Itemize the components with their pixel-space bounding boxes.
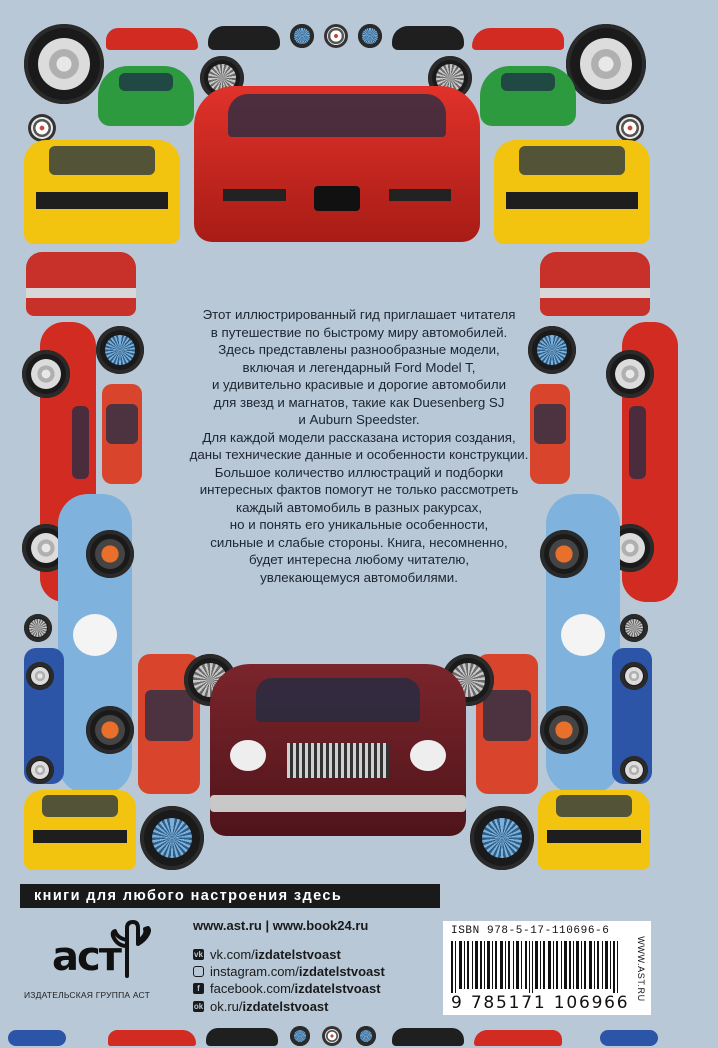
wheel-icon: [22, 350, 70, 398]
yellow-lancia-front: [24, 790, 136, 870]
social-link-ok[interactable]: ok ok.ru/izdatelstvoast: [193, 998, 385, 1015]
social-prefix: instagram.com/: [210, 964, 299, 980]
red-coupe-small: [472, 28, 564, 50]
ast-logo: аст: [52, 920, 152, 980]
wheel-icon: [606, 350, 654, 398]
sports-wheel-icon: [24, 24, 104, 104]
red-hatchback-front: [476, 654, 538, 794]
description-line: для звезд и магнатов, такие как Duesenbe…: [213, 394, 505, 410]
social-prefix: vk.com/: [210, 947, 255, 963]
description-line: Здесь представлены разнообразные модели,: [218, 342, 500, 357]
website-links[interactable]: www.ast.ru | www.book24.ru: [193, 918, 369, 933]
black-sedan-small: [392, 26, 464, 50]
wheel-icon: [620, 756, 648, 784]
red-coupe-small: [108, 1030, 196, 1046]
social-prefix: ok.ru/: [210, 998, 243, 1014]
wire-wheel-icon: [140, 806, 204, 870]
social-handle: izdatelstvoast: [298, 964, 385, 980]
maroon-vintage-ford-front: [210, 664, 466, 836]
bottom-car-strip: [0, 1024, 718, 1048]
wheel-icon: [26, 662, 54, 690]
wheel-icon: [26, 756, 54, 784]
cover-illustration: [22, 24, 678, 870]
wire-wheel-icon: [528, 326, 576, 374]
description-line: и Auburn Speedster.: [298, 412, 420, 427]
logo-wordmark: аст: [52, 934, 122, 980]
wire-wheel-icon: [358, 24, 382, 48]
whitewall-wheel-icon: [28, 114, 56, 142]
spoked-wheel-icon: [620, 614, 648, 642]
black-sedan-small: [392, 1028, 464, 1046]
green-citroen: [480, 66, 576, 126]
red-coupe-small: [474, 1030, 562, 1046]
red-hatchback-side: [530, 384, 570, 484]
red-hatchback-front: [138, 654, 200, 794]
description-line: интересных фактов помогут не только расс…: [199, 482, 519, 497]
social-links: vk vk.com/izdatelstvoast instagram.com/i…: [193, 946, 385, 1015]
social-link-vk[interactable]: vk vk.com/izdatelstvoast: [193, 946, 385, 963]
wheel-icon: [620, 662, 648, 690]
sports-wheel-icon: [566, 24, 646, 104]
orange-wheel-icon: [86, 530, 134, 578]
description-line: но и понять его уникальные особенности,: [229, 517, 489, 532]
wire-wheel-icon: [290, 1026, 310, 1046]
black-sedan-small: [206, 1028, 278, 1046]
vk-icon: vk: [193, 949, 204, 961]
instagram-icon: [193, 966, 204, 978]
ast-cactus-icon: [110, 920, 151, 978]
isbn-number: ISBN 978-5-17-110696-6: [451, 925, 610, 937]
wire-wheel-icon: [290, 24, 314, 48]
description-line: включая и легендарный Ford Model T,: [242, 359, 476, 375]
wire-wheel-icon: [96, 326, 144, 374]
barcode-digits: 9 785171 106966: [451, 993, 630, 1013]
red-hatchback-side: [102, 384, 142, 484]
whitewall-wheel-icon: [324, 24, 348, 48]
red-convertible: [540, 252, 650, 316]
isbn-barcode: ISBN 978-5-17-110696-6 9 785171 106: [443, 921, 651, 1015]
description-line: даны технические данные и особенности ко…: [189, 447, 529, 462]
whitewall-wheel-icon: [616, 114, 644, 142]
description-line: будет интересна любому читателю,: [248, 552, 470, 567]
blue-vintage-car-small: [600, 1030, 658, 1046]
vertical-website: WWW.AST.RU: [636, 936, 646, 1002]
description-line: Для каждой модели рассказана история соз…: [202, 429, 516, 445]
social-link-instagram[interactable]: instagram.com/izdatelstvoast: [193, 963, 385, 980]
barcode-bars: [451, 941, 618, 993]
description-line: в путешествие по быстрому миру автомобил…: [210, 324, 508, 340]
description-line: Этот иллюстрированный гид приглашает чит…: [202, 307, 516, 322]
publisher-name: ИЗДАТЕЛЬСКАЯ ГРУППА АСТ: [24, 990, 150, 1000]
yellow-lancia-front: [538, 790, 650, 870]
orange-wheel-icon: [540, 530, 588, 578]
orange-wheel-icon: [540, 706, 588, 754]
yellow-lancia-front: [494, 140, 650, 244]
black-sedan-small: [208, 26, 280, 50]
yellow-lancia-front: [24, 140, 180, 244]
blue-vintage-car-small: [8, 1030, 66, 1046]
slogan-banner: книги для любого настроения здесь: [20, 884, 440, 908]
red-coupe-small: [106, 28, 198, 50]
red-convertible: [26, 252, 136, 316]
description-line: сильные и слабые стороны. Книга, несомне…: [210, 534, 508, 550]
orange-wheel-icon: [86, 706, 134, 754]
green-citroen: [98, 66, 194, 126]
social-handle: izdatelstvoast: [254, 947, 341, 963]
whitewall-wheel-icon: [322, 1026, 342, 1046]
description-line: увлекающемуся автомобилями.: [260, 569, 458, 585]
description-line: и удивительно красивые и дорогие автомоб…: [211, 377, 507, 392]
description-line: Большое количество иллюстраций и подборк…: [214, 464, 504, 480]
red-bmw-m1-front: [194, 86, 480, 242]
wire-wheel-icon: [470, 806, 534, 870]
facebook-icon: f: [193, 983, 204, 995]
social-link-facebook[interactable]: f facebook.com/izdatelstvoast: [193, 980, 385, 997]
ok-icon: ok: [193, 1000, 204, 1012]
description-line: каждый автомобиль в разных ракурсах,: [235, 499, 483, 515]
book-description: Этот иллюстрированный гид приглашает чит…: [148, 306, 570, 586]
wire-wheel-icon: [356, 1026, 376, 1046]
spoked-wheel-icon: [24, 614, 52, 642]
social-prefix: facebook.com/: [210, 981, 295, 997]
social-handle: izdatelstvoast: [294, 981, 381, 997]
social-handle: izdatelstvoast: [242, 998, 329, 1014]
